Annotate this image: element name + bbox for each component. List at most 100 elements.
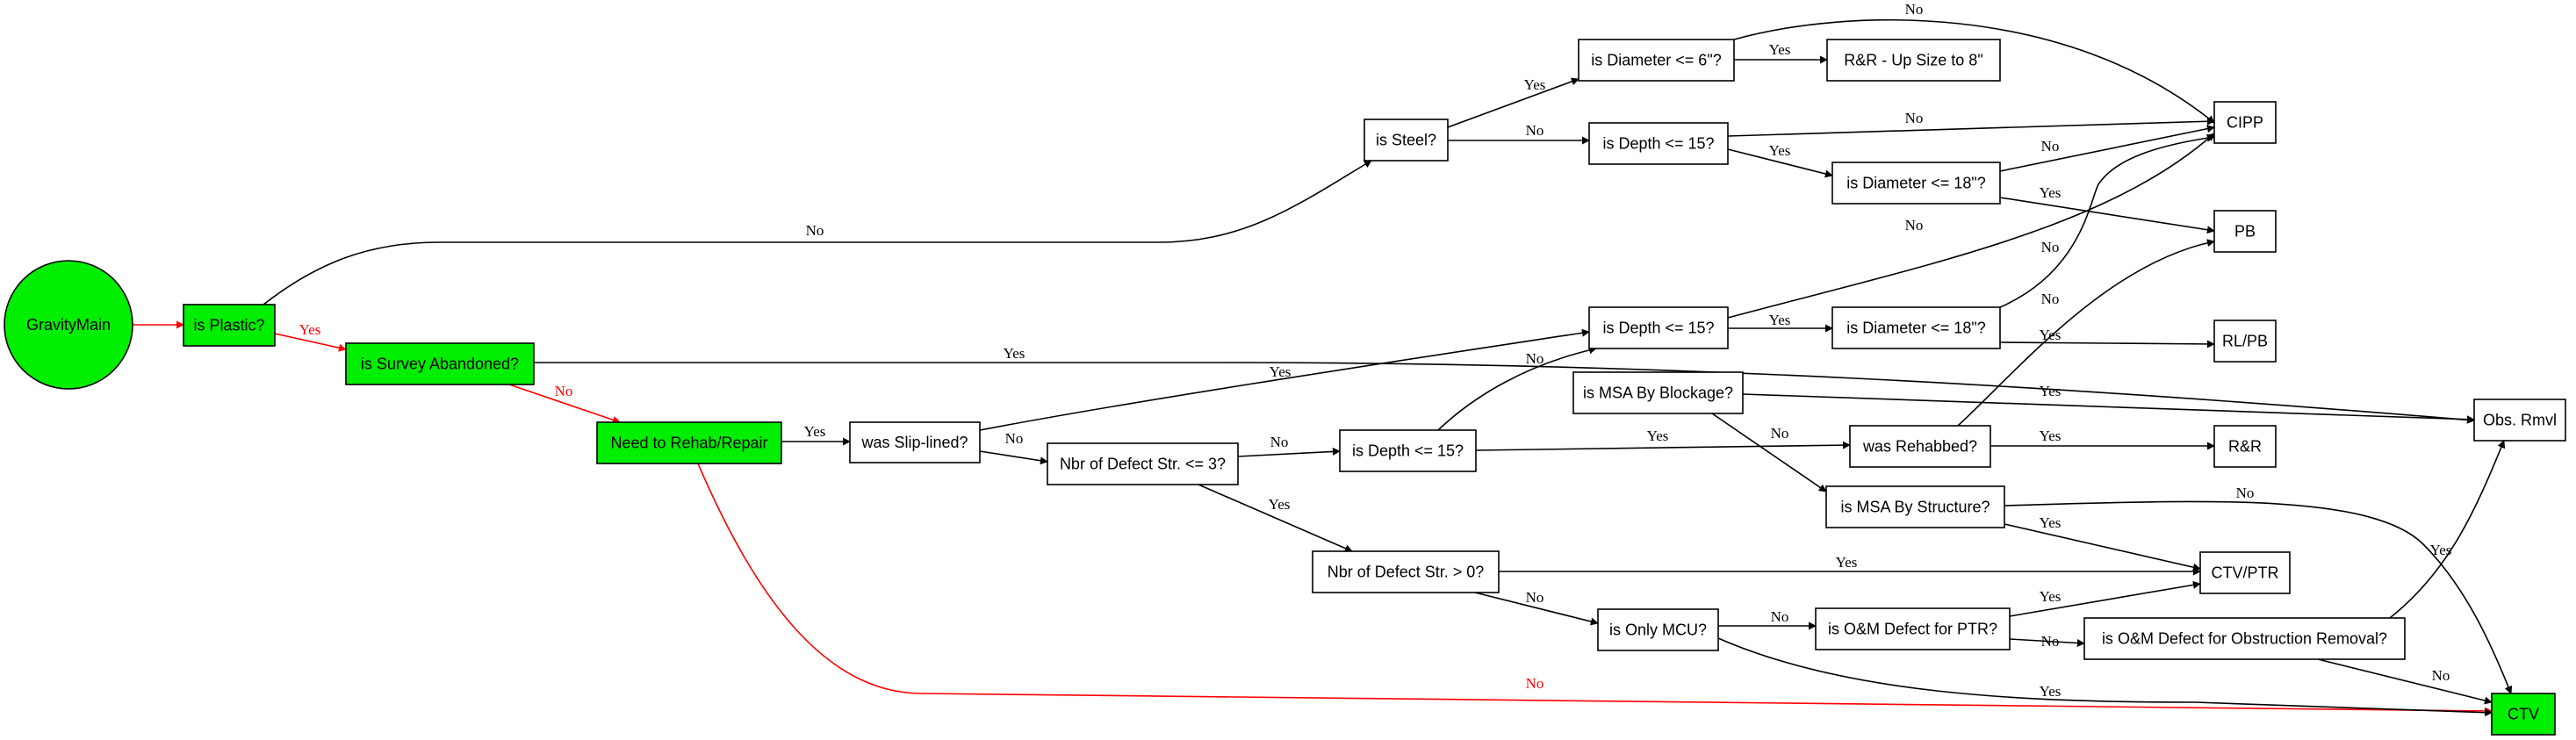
node-shape [849,421,981,463]
node-shape [1364,119,1449,162]
edge-label-rehab-ctv: No [1526,675,1544,692]
edge-label-nbr0-ctvptr: Yes [1836,554,1858,571]
edge-ptr-ctvptr [2009,580,2201,617]
edge-label-slip-depth: Yes [1270,363,1292,380]
node-is-msa-blockage: is MSA By Blockage? [1572,371,1744,414]
edge-rehabbed-pb [1957,239,2215,427]
node-shape [1831,306,2001,349]
edge-label-plastic-survey: Yes [299,321,321,338]
edge-label-ptr-obstr: No [2041,633,2060,650]
edge-nbr0-mcu [1474,592,1599,626]
node-label: is MSA By Structure? [1840,499,1990,516]
edge-plastic-survey [274,333,347,352]
node-is-om-ptr: is O&M Defect for PTR? [1815,607,2011,650]
node-shape [1312,550,1500,593]
node-shape [2473,399,2566,442]
node-label: is Depth <= 15? [1602,135,1714,153]
edge-label-structure-ctvptr: Yes [2040,514,2062,531]
edge-dia18a-cipp [1999,125,2215,172]
node-was-slip-lined: was Slip-lined? [849,421,981,463]
node-shape [2199,551,2291,594]
edge-label-ptr-ctvptr: Yes [2040,588,2062,605]
node-label: GravityMain [26,316,111,334]
edge-slip-nbr3 [979,450,1048,465]
node-is-msa-structure: is MSA By Structure? [1825,485,2005,528]
edge-obstr-obs [2389,440,2506,619]
edge-deptha-dia18a [1727,148,1833,178]
edge-dia18b-rlpb [1999,340,2215,348]
edge-dia18a-pb [1999,197,2215,234]
node-shape [2213,425,2277,468]
node-is-depth-le15-c: is Depth <= 15? [1588,306,1729,349]
node-label: is Diameter <= 6"? [1591,52,1721,69]
node-label: is Steel? [1376,132,1436,149]
node-rr-upsize: R&R - Up Size to 8" [1826,39,2001,82]
edge-label-nbr3-depthb: No [1270,434,1289,450]
node-nbr-defect-le3: Nbr of Defect Str. <= 3? [1047,442,1239,485]
edge-label-nbr3-nbr0: Yes [1269,496,1291,513]
node-shape [1578,39,1735,82]
node-is-steel: is Steel? [1364,119,1449,162]
node-shape [1339,429,1477,472]
node-is-depth-le15-a: is Depth <= 15? [1588,122,1729,165]
node-label: is MSA By Blockage? [1583,384,1733,402]
edge-nbr3-nbr0 [1198,484,1353,552]
edge-label-mcu-ctv: Yes [2040,683,2062,700]
edge-label-rehabbed-pb: No [2041,291,2060,307]
edge-structure-ctv [2004,500,2513,694]
edge-label-depthb-rehabbed: Yes [1647,427,1669,444]
node-rl-pb: RL/PB [2213,320,2277,363]
edge-dia18b-cipp [1999,133,2215,308]
edge-label-nbr0-mcu: No [1526,589,1544,606]
edge-plastic-steel [263,160,1372,305]
edge-dia6-cipp [1733,18,2215,124]
edge-steel-dia6 [1447,77,1579,128]
edge-obstr-ctv [2317,658,2493,705]
node-label: Nbr of Defect Str. <= 3? [1060,456,1226,473]
node-shape [1815,607,2011,650]
edge-rehab-ctv [697,463,2493,715]
node-is-diameter-le18-b: is Diameter <= 18"? [1831,306,2001,349]
edge-depthb-depthc [1437,346,1597,431]
node-shape [4,260,133,390]
node-label: was Slip-lined? [860,434,968,451]
node-label: is Only MCU? [1609,621,1707,639]
node-cipp: CIPP [2213,101,2277,144]
node-label: PB [2234,223,2256,241]
node-rr: R&R [2213,425,2277,468]
edge-structure-ctvptr [2004,523,2201,571]
node-shape [1826,39,2001,82]
node-is-only-mcu: is Only MCU? [1597,608,1719,651]
edge-label-survey-rehab: No [555,383,573,399]
node-label: Nbr of Defect Str. > 0? [1328,564,1485,581]
node-obs-rmvl: Obs. Rmvl [2473,399,2566,442]
node-gravitymain: GravityMain [4,260,133,390]
edge-slip-depth [979,328,1590,431]
edge-label-dia6-rr: Yes [1769,41,1791,58]
node-shape [1588,122,1729,165]
node-shape [1047,442,1239,485]
node-label: is O&M Defect for PTR? [1828,621,1997,638]
node-label: is Survey Abandoned? [361,356,519,373]
node-shape [2213,101,2277,144]
edge-label-rehab-sliplined: Yes [804,423,826,440]
edge-blockage-msa [1711,413,1827,492]
node-label: is Diameter <= 18"? [1846,320,1985,337]
node-label: CIPP [2227,114,2263,132]
edge-label-dia6-cipp: No [1905,1,1924,18]
node-ctv-ptr: CTV/PTR [2199,551,2291,594]
node-shape [1597,608,1719,651]
node-was-rehabbed: was Rehabbed? [1849,425,1991,468]
edge-survey-obs [534,362,2475,424]
edge-deptha-cipp [1727,117,2215,137]
edge-label-dia18a-pb: Yes [2040,184,2062,201]
edge-label-steel-deptha: No [1526,122,1544,139]
edge-label-slip-nbr3: No [1005,430,1024,447]
edge-label-steel-dia6: Yes [1524,76,1546,93]
node-shape [1825,485,2005,528]
node-shape [345,342,535,385]
node-label: was Rehabbed? [1862,438,1977,456]
node-is-diameter-le18-a: is Diameter <= 18"? [1831,162,2001,205]
